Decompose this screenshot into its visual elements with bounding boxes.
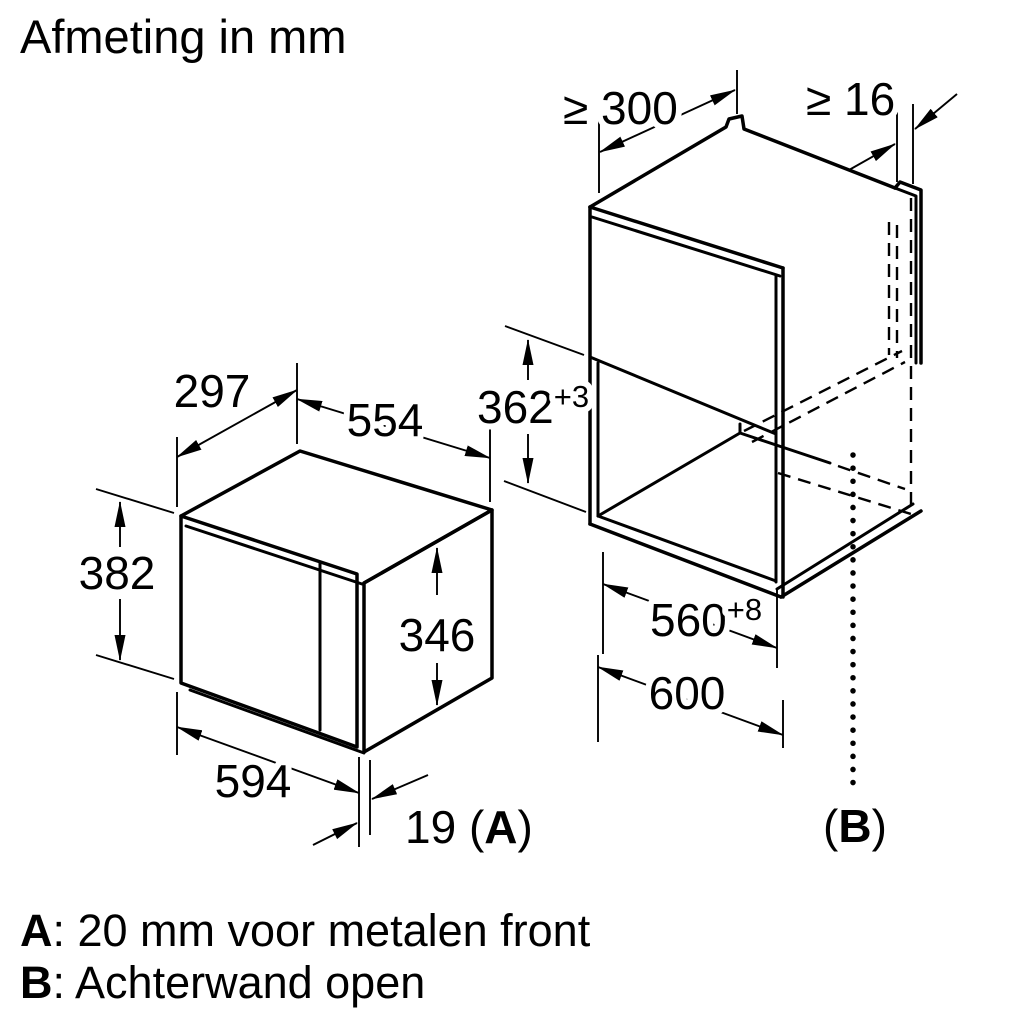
niche-height-value: 362 — [477, 381, 554, 433]
dimension-line-niche-width — [602, 583, 778, 649]
cabinet-floor-back-edge — [738, 431, 832, 465]
microwave-side-face — [362, 508, 494, 754]
cabinet-wall-inner-top — [893, 186, 918, 365]
cabinet-top-right-jog — [893, 180, 923, 365]
hidden-floor-back-edge — [837, 464, 906, 491]
cabinet-drawing — [588, 114, 923, 599]
microwave-top-face — [179, 449, 494, 585]
back-ref-label: (B) — [823, 800, 887, 852]
niche-width-value: 560 — [650, 594, 727, 646]
extension-line — [503, 480, 587, 513]
dimension-line-depth — [176, 389, 298, 458]
dim-niche-width-label: 560+8 — [650, 592, 762, 646]
dim-height-label: 382 — [79, 547, 156, 599]
hidden-back-top-edge-2 — [751, 360, 906, 444]
cabinet-panel-top-inner — [590, 215, 782, 278]
hidden-bottom-back-edge — [777, 471, 912, 516]
extension-line — [95, 488, 175, 514]
legend-b-label: B — [20, 957, 53, 1008]
dimension-arrow-left — [848, 143, 896, 171]
dim-min-wall-label: ≥ 16 — [806, 73, 895, 125]
dim-protrusion-label: 19 (A) — [405, 801, 533, 853]
dimension-line-width — [296, 398, 491, 459]
cabinet-front-top-edge — [588, 205, 785, 270]
back-ref-b: B — [838, 800, 871, 852]
microwave-body-bottom-edge — [188, 688, 366, 755]
legend-b-text: : Achterwand open — [53, 957, 426, 1008]
page-title: Afmeting in mm — [20, 10, 346, 63]
dimension-line-min-depth — [599, 89, 736, 153]
legend-line-b: B: Achterwand open — [20, 957, 425, 1008]
cabinet-floor-left-edge — [596, 431, 742, 518]
niche-width-tolerance: +8 — [727, 592, 762, 627]
dimension-line-outer-width — [597, 666, 784, 736]
dim-front-width-label: 594 — [215, 755, 292, 807]
dim-depth-label: 297 — [174, 365, 251, 417]
cabinet-dimensions: ≥ 300 ≥ 16 362+3 560+8 600 (B) — [471, 67, 958, 852]
cabinet-bottom-right-edge — [779, 509, 923, 599]
dim-side-height-label: 346 — [399, 609, 476, 661]
microwave-door-face — [179, 514, 359, 749]
dimension-line-front-width — [176, 726, 360, 794]
legend: A: 20 mm voor metalen front B: Achterwan… — [20, 905, 591, 1008]
dim-min-depth-label: ≥ 300 — [563, 82, 678, 134]
legend-a-label: A — [20, 905, 53, 956]
dimension-arrow-right — [371, 774, 429, 800]
back-ref-close-paren: ) — [872, 800, 887, 852]
microwave-body-top-edge — [184, 524, 364, 586]
dim-niche-height-label: 362+3 — [477, 379, 589, 433]
dimension-arrow-right — [914, 93, 958, 130]
dim-outer-width-label: 600 — [649, 667, 726, 719]
dimension-arrow-left — [312, 822, 358, 846]
protrusion-suffix: ) — [518, 801, 533, 853]
dim-width-label: 554 — [347, 394, 424, 446]
cabinet-panel-bottom-edge — [588, 355, 778, 436]
extension-line — [504, 325, 585, 356]
protrusion-ref-a: A — [484, 801, 517, 853]
cabinet-bottom-front-edge — [588, 522, 783, 599]
niche-height-tolerance: +3 — [554, 379, 589, 414]
legend-line-a: A: 20 mm voor metalen front — [20, 905, 591, 956]
protrusion-value: 19 ( — [405, 801, 485, 853]
cabinet-bottom-right-inner — [775, 502, 915, 591]
microwave-drawing — [179, 449, 494, 755]
back-ref-open-paren: ( — [823, 800, 839, 852]
hidden-back-top-edge — [743, 349, 903, 433]
cabinet-floor-front-edge — [596, 514, 778, 583]
extension-line — [95, 654, 175, 680]
legend-a-text: : 20 mm voor metalen front — [53, 905, 591, 956]
microwave-dimensions: 297 554 382 346 594 19 (A) — [73, 359, 533, 853]
